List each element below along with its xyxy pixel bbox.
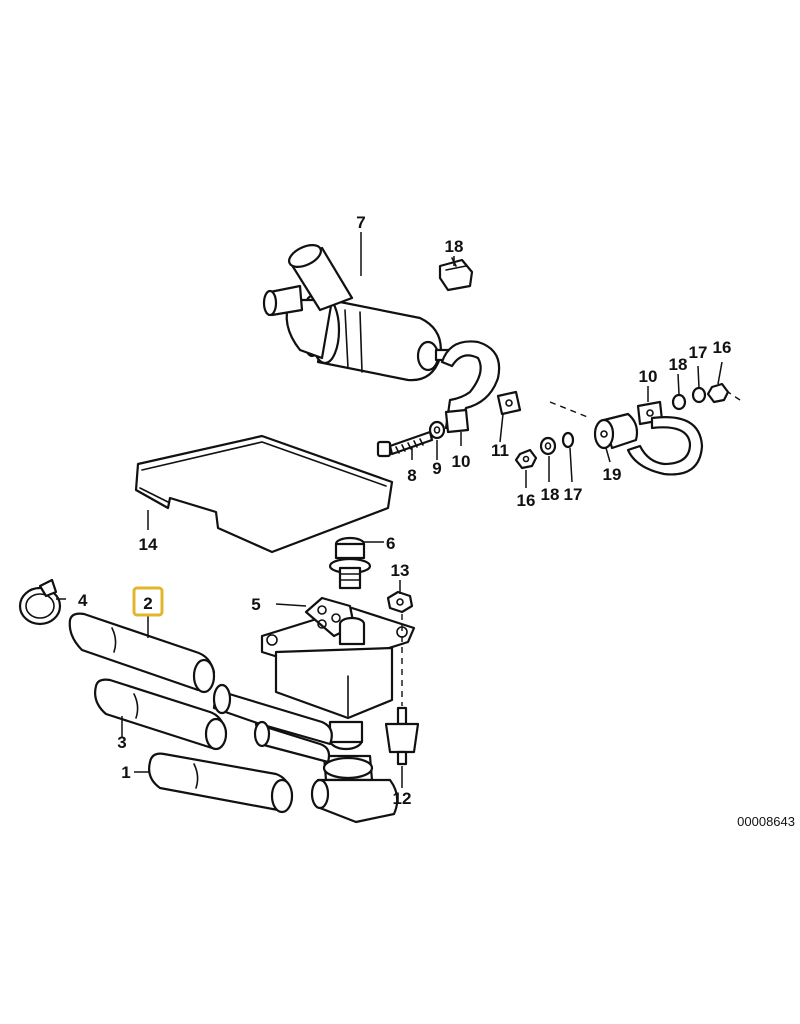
callout-16-left[interactable]: 16 [517,491,536,510]
callout-8[interactable]: 8 [407,466,416,485]
part-11-clip-nut[interactable] [496,390,522,416]
callout-10-right[interactable]: 10 [639,367,658,386]
part-6-valve[interactable] [328,536,372,590]
part-14-nut[interactable] [386,590,414,614]
callout-10-top[interactable]: 10 [452,452,471,471]
part-5-valve-bracket[interactable] [260,596,416,782]
part-17-lock-washer-right[interactable] [691,386,707,404]
callout-12[interactable]: 18 [445,237,464,256]
callout-19[interactable]: 19 [603,465,622,484]
part-10-band-clamp[interactable] [626,400,704,476]
callout-labels: 7 18 8 9 10 11 16 18 17 19 10 18 17 16 1… [78,213,731,808]
part-18-washer-left[interactable] [539,436,557,456]
callout-2[interactable]: 2 [143,594,152,613]
callout-15[interactable]: 14 [139,535,158,554]
part-12-clip-nut[interactable] [438,257,474,292]
part-4-hose-clamp[interactable] [18,578,62,626]
callout-7[interactable]: 7 [356,213,365,232]
highlight-box-part-2 [132,586,164,617]
callout-18-left[interactable]: 18 [541,485,560,504]
part-8-screw[interactable] [376,430,434,458]
part-7-water-pump[interactable] [262,241,450,382]
callout-6[interactable]: 6 [386,534,395,553]
callout-9[interactable]: 9 [432,459,441,478]
callout-14[interactable]: 13 [391,561,410,580]
callout-11[interactable]: 11 [491,441,509,460]
callout-4[interactable]: 4 [78,591,88,610]
part-17-lock-washer-left[interactable] [561,431,575,449]
callout-3[interactable]: 3 [117,733,126,752]
hose-connector-upper [212,683,333,746]
part-19-rubber-mount[interactable] [593,412,639,450]
callout-5[interactable]: 5 [251,595,260,614]
part-2-hose[interactable] [68,612,216,694]
callout-16-right[interactable]: 16 [713,338,732,357]
diagram-id: 00008643 [737,814,795,829]
leader-lines [56,232,723,788]
part-3-hose[interactable] [94,678,228,751]
part-16-nut-right[interactable] [706,382,730,404]
hose-connector-lower [310,778,399,824]
callout-1[interactable]: 1 [121,763,130,782]
callout-17-left[interactable]: 17 [564,485,583,504]
part-15-cover[interactable] [134,434,394,554]
part-16-nut-left[interactable] [514,448,538,470]
callout-13[interactable]: 12 [393,789,412,808]
part-1-hose[interactable] [148,752,294,814]
hose-connector-middle [253,720,331,764]
part-9-washer[interactable] [428,420,446,440]
part-10-pump-bracket[interactable] [440,340,501,434]
callout-17-right[interactable]: 17 [689,343,708,362]
part-13-mount-stud[interactable] [384,706,420,766]
callout-18-right[interactable]: 18 [669,355,688,374]
part-18-washer-right[interactable] [671,393,687,411]
